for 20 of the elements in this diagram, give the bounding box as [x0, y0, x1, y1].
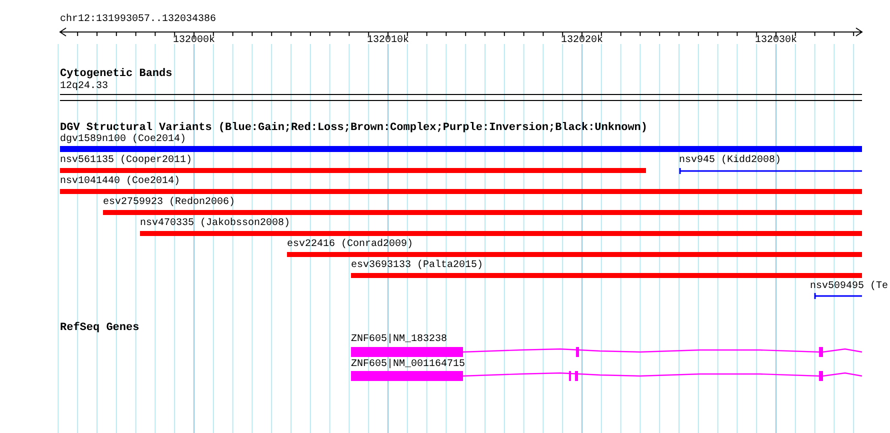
- feature-label: nsv470335 (Jakobsson2008): [140, 218, 290, 230]
- band-label: 12q24.33: [60, 81, 108, 93]
- feature-label: esv3693133 (Palta2015): [351, 260, 484, 272]
- scale-tick-label: 132030k: [755, 35, 797, 47]
- feature-label: esv22416 (Conrad2009): [287, 239, 414, 251]
- track-title: RefSeq Genes: [60, 322, 140, 334]
- feature-label: nsv561135 (Cooper2011): [60, 155, 192, 167]
- feature-label: dgv1589n100 (Coe2014): [60, 134, 186, 146]
- scale-tick-label: 132020k: [561, 35, 603, 47]
- scale-tick-label: 132000k: [173, 35, 215, 47]
- track-title: Cytogenetic Bands: [60, 68, 172, 80]
- scale-tick-label: 132010k: [367, 35, 409, 47]
- feature-label: nsv945 (Kidd2008): [679, 155, 782, 167]
- feature-label: nsv1041440 (Coe2014): [60, 176, 180, 188]
- gene-label: ZNF605|NM_001164715: [351, 359, 466, 371]
- feature-label: nsv509495 (Te: [810, 281, 888, 293]
- gene-label: ZNF605|NM_183238: [351, 334, 448, 346]
- track-title: DGV Structural Variants (Blue:Gain;Red:Loss;Brown:Complex;Purple:Inversion;Black:Unknown): [60, 122, 648, 134]
- feature-label: esv2759923 (Redon2006): [103, 197, 236, 209]
- region-label: chr12:131993057..132034386: [60, 14, 216, 26]
